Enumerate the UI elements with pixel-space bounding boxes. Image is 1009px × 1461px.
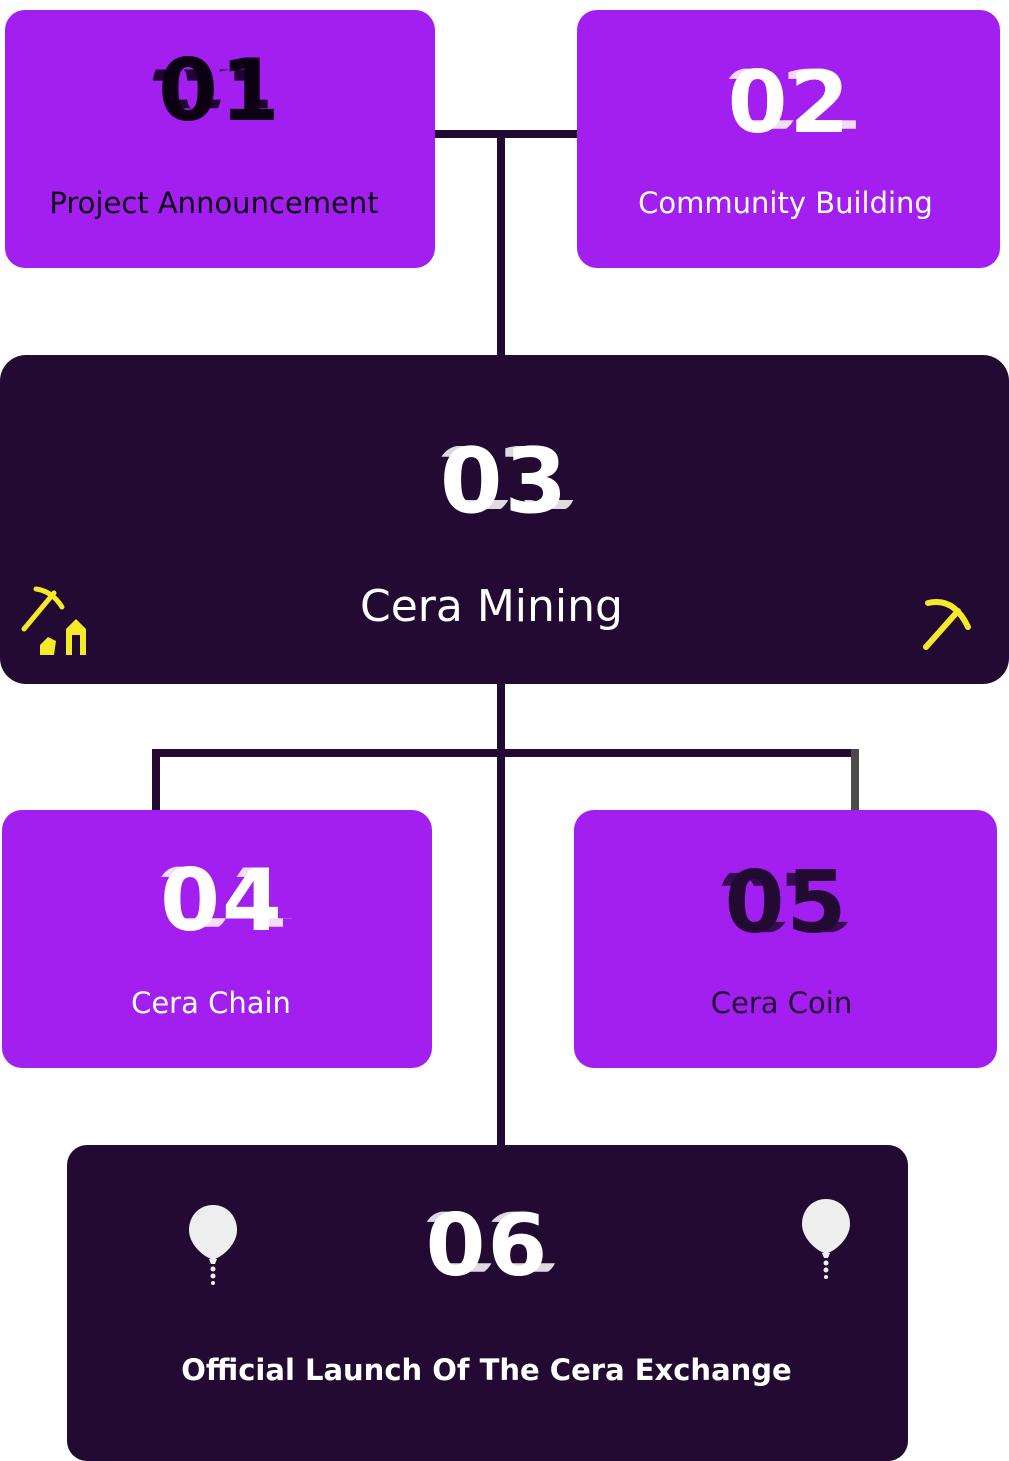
connector-top-horizontal xyxy=(434,130,578,138)
step-label-06: Official Launch Of The Cera Exchange xyxy=(181,1353,792,1387)
step-label-04: Cera Chain xyxy=(131,986,291,1020)
balloon-icon-right xyxy=(800,1195,852,1279)
step-label-03: Cera Mining xyxy=(360,581,623,632)
step-label-02: Community Building xyxy=(638,186,933,220)
connector-top-vertical xyxy=(497,138,505,356)
step-label-01: Project Announcement xyxy=(49,186,379,220)
connector-left-drop xyxy=(152,749,160,811)
connector-right-drop xyxy=(851,749,859,811)
connector-mid-vertical xyxy=(497,683,505,1145)
step-label-05: Cera Coin xyxy=(710,986,853,1020)
pickaxe-house-icon xyxy=(18,585,92,657)
balloon-icon-left xyxy=(187,1201,239,1285)
connector-mid-horizontal xyxy=(152,749,859,757)
pickaxe-icon xyxy=(920,597,974,653)
